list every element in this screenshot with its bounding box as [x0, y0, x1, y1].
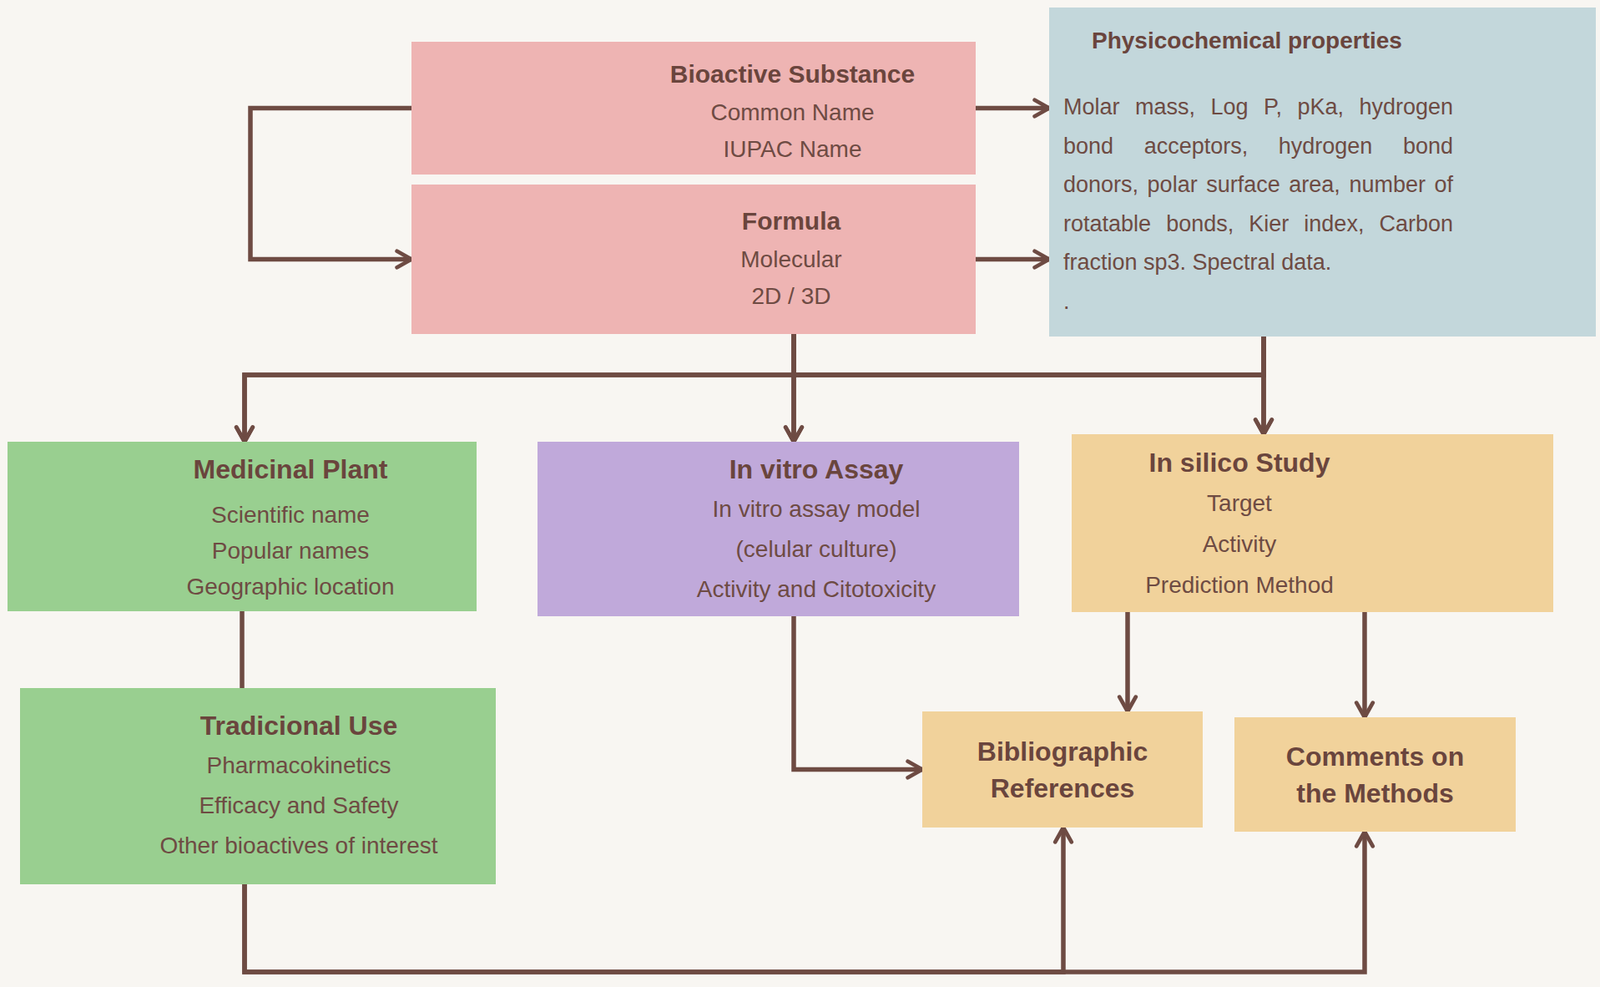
plant-box: Medicinal PlantScientific namePopular na… [7, 441, 477, 611]
box-heading: Formula [615, 204, 968, 238]
box-heading: Physicochemical properties [1091, 24, 1454, 58]
invitro-box: In vitro AssayIn vitro assay model(celul… [537, 441, 1020, 616]
connector-arrow [1261, 336, 1267, 435]
connector-arrow [244, 336, 1264, 442]
box-text: Target [1100, 482, 1378, 524]
box-text: Common Name [617, 94, 968, 132]
box-text: . [1063, 282, 1454, 322]
box-text: Activity and Citotoxicity [621, 569, 1011, 610]
box-heading: Tradicional Use [110, 708, 488, 742]
connector-arrow [244, 333, 794, 442]
connector-arrow [239, 610, 245, 688]
bioactive-box: Bioactive SubstanceCommon NameIUPAC Name [411, 41, 976, 175]
connector-arrow [793, 336, 1264, 442]
connector-arrow [1362, 611, 1368, 717]
box-text: Pharmacokinetics [110, 745, 488, 786]
box-text: Popular names [112, 532, 469, 569]
comments-box: Comments on the Methods [1234, 716, 1516, 832]
box-text: Molar mass, Log P, pKa, hydrogen bond ac… [1063, 87, 1454, 283]
box-text: Other bioactives of interest [110, 825, 488, 866]
box-text: 2D / 3D [615, 277, 968, 315]
connector-arrow [1125, 611, 1131, 712]
formula-box: FormulaMolecular2D / 3D [411, 184, 976, 334]
properties-box: Physicochemical propertiesMolar mass, Lo… [1049, 7, 1596, 337]
box-heading: Bioactive Substance [617, 57, 968, 91]
box-text: Scientific name [112, 496, 469, 533]
box-heading: Medicinal Plant [112, 452, 469, 486]
box-text: Efficacy and Safety [110, 785, 488, 826]
box-heading: Bibliographic References [953, 732, 1171, 807]
connector-arrow [793, 333, 1264, 435]
box-text: IUPAC Name [617, 131, 968, 168]
box-text: Geographic location [112, 568, 469, 605]
box-heading: In silico Study [1100, 445, 1378, 480]
box-text: In vitro assay model [621, 489, 1011, 530]
box-text: Prediction Method [1100, 564, 1378, 606]
connector-arrow [793, 615, 923, 770]
references-box: Bibliographic References [922, 711, 1203, 828]
traditional-box: Tradicional UsePharmacokineticsEfficacy … [20, 687, 496, 884]
box-text: (celular culture) [621, 529, 1011, 570]
box-text: Activity [1100, 523, 1378, 565]
box-heading: In vitro Assay [621, 452, 1011, 486]
insilico-box: In silico StudyTargetActivityPrediction … [1071, 434, 1554, 612]
connector-arrow [975, 257, 1050, 263]
connector-arrow [975, 105, 1050, 112]
box-heading: Comments on the Methods [1276, 737, 1474, 812]
connector-arrow [250, 108, 412, 260]
box-text: Molecular [615, 241, 968, 278]
